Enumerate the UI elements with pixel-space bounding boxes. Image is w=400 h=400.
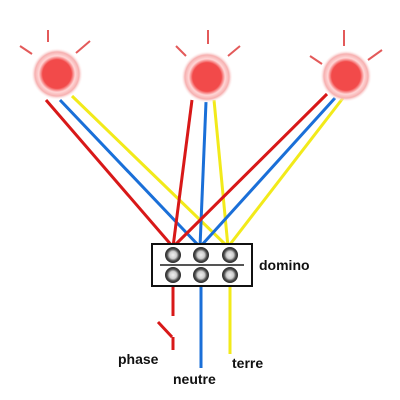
- lamp-left-ray-right: [75, 40, 91, 54]
- terminal-top-phase: [165, 247, 181, 263]
- wire-neutral-lamp-center: [198, 101, 208, 248]
- wire-earth-lamp-right: [226, 97, 345, 248]
- terminal-bottom-neutral: [193, 267, 209, 283]
- wire-neutral-lamp-left: [58, 98, 202, 249]
- lamp-center-ray-left: [175, 45, 187, 57]
- wire-phase-lamp-center: [171, 99, 194, 248]
- lamp-right-ray-right: [367, 49, 383, 61]
- terminal-top-neutral: [193, 247, 209, 263]
- lamp-left-bulb: [31, 48, 83, 100]
- wire-neutral-lamp-right: [198, 96, 337, 249]
- lamp-left: [19, 30, 91, 100]
- label-neutre: neutre: [173, 371, 216, 387]
- switch-blade: [156, 320, 174, 339]
- wire-earth-lamp-center: [212, 99, 230, 248]
- domino-block: [151, 243, 253, 287]
- label-domino: domino: [259, 257, 310, 273]
- wire-phase-lamp-left: [44, 99, 175, 248]
- lamp-right-bulb: [320, 50, 372, 102]
- lamp-center: [175, 30, 241, 103]
- terminal-bottom-phase: [165, 267, 181, 283]
- wires-supply: [156, 285, 232, 368]
- terminal-bottom-earth: [222, 267, 238, 283]
- label-phase: phase: [118, 351, 159, 367]
- lamp-left-ray-left: [19, 45, 33, 55]
- terminal-top-earth: [222, 247, 238, 263]
- lamp-center-ray-right: [227, 45, 241, 57]
- wire-phase-lamp-right: [171, 92, 329, 249]
- lamp-center-bulb: [181, 51, 233, 103]
- lamp-right-ray-left: [309, 55, 323, 65]
- lamp-right: [309, 30, 383, 102]
- wires-to-lamps: [44, 92, 345, 249]
- label-terre: terre: [232, 355, 263, 371]
